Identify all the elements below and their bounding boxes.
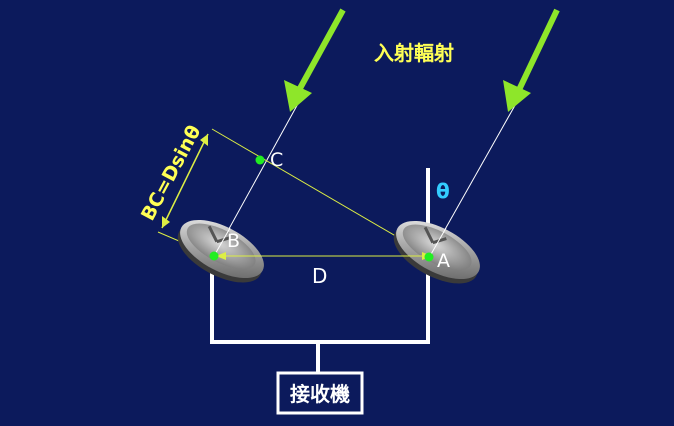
point-b-label: B bbox=[227, 230, 240, 252]
baseline-d-label: D bbox=[312, 264, 327, 288]
point-a-label: A bbox=[437, 250, 450, 272]
dimension-arrowhead-bottom bbox=[162, 216, 170, 228]
dish-a bbox=[393, 220, 480, 284]
receiver-label: 接收機 bbox=[290, 382, 350, 406]
wavefront-line bbox=[211, 128, 431, 257]
point-a-marker bbox=[424, 252, 434, 262]
receiver-box bbox=[276, 371, 364, 415]
dimension-arrowhead-top bbox=[200, 134, 208, 146]
incident-arrow-right bbox=[503, 8, 560, 112]
point-c-marker bbox=[255, 155, 265, 165]
ray-line-b-lower bbox=[213, 227, 231, 257]
point-c-label: C bbox=[270, 149, 283, 171]
incident-arrow-left bbox=[284, 8, 346, 112]
path-difference-dimension bbox=[161, 133, 209, 229]
dish-b bbox=[177, 219, 264, 283]
baseline-arrowhead-left bbox=[216, 252, 226, 260]
theta-label: θ bbox=[436, 179, 450, 203]
point-b-marker bbox=[209, 251, 219, 261]
ray-line-a-lower bbox=[429, 227, 447, 257]
incident-radiation-label: 入射輻射 bbox=[374, 41, 454, 65]
